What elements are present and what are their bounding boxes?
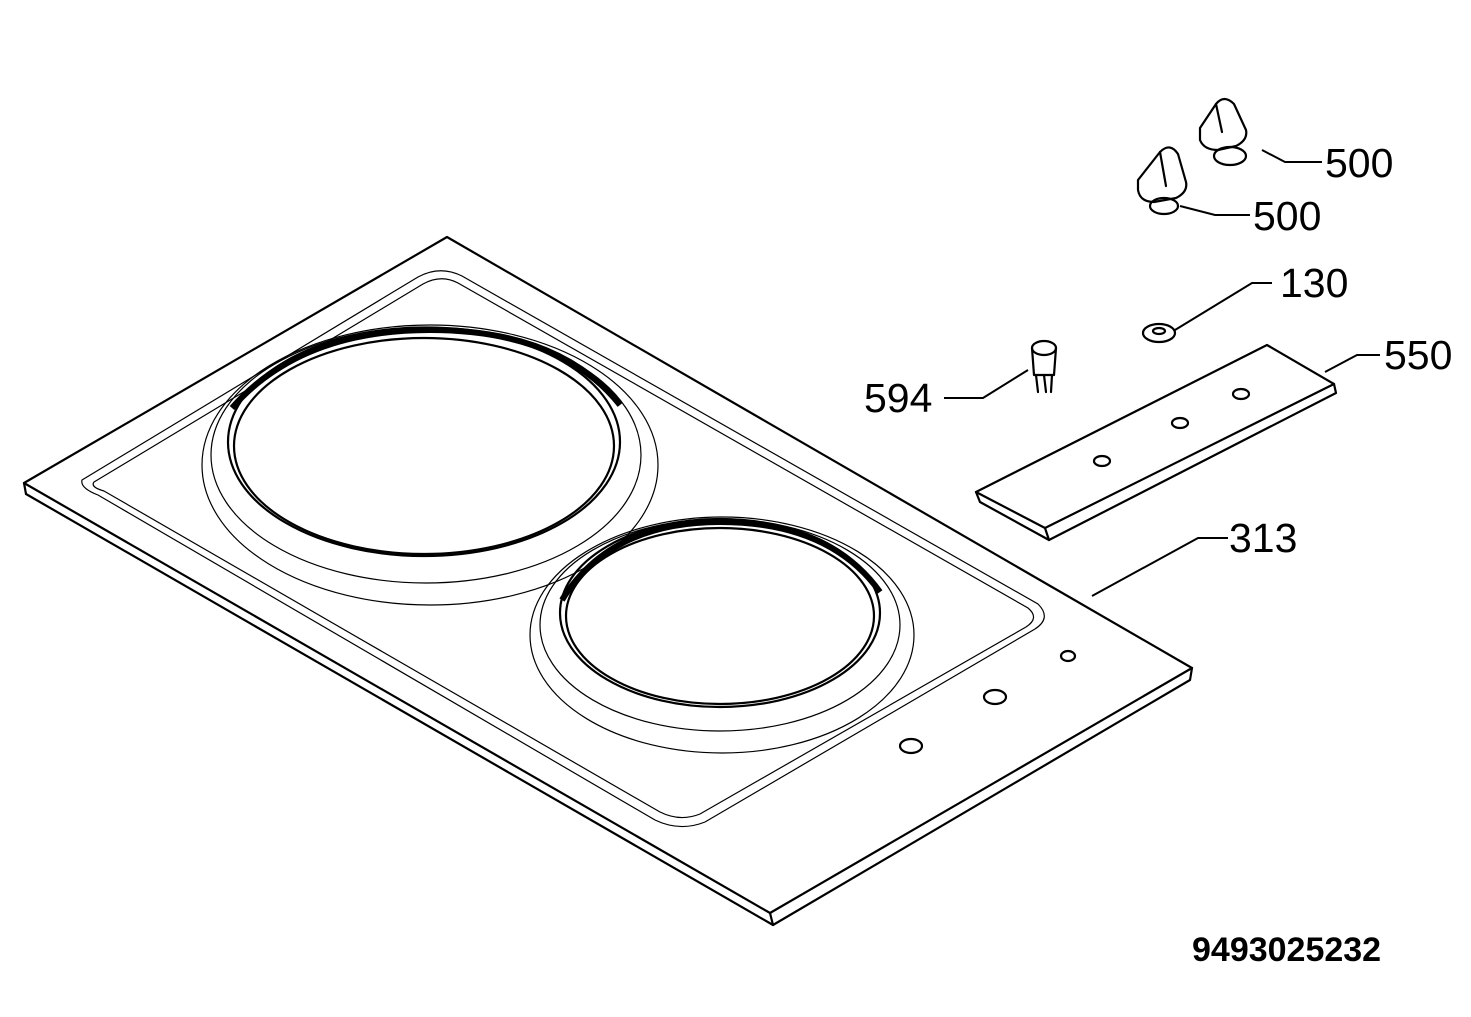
knob-upper-part	[1198, 97, 1248, 167]
pin-part	[1030, 339, 1058, 394]
indicator-hole	[1059, 649, 1077, 663]
callout-knob-upper: 500	[1325, 140, 1393, 186]
callout-hob-top: 313	[1229, 515, 1297, 561]
knob-hole-left	[898, 737, 924, 755]
knob-lower-part	[1136, 146, 1188, 216]
leader-lines	[944, 149, 1380, 597]
callout-washer: 130	[1280, 260, 1348, 306]
small-hotplate	[529, 516, 915, 754]
knob-hole-right	[982, 688, 1008, 706]
control-panel-part	[974, 343, 1338, 542]
washer-part	[1141, 322, 1177, 344]
large-hotplate	[201, 324, 659, 606]
callout-pin: 594	[864, 375, 932, 421]
callout-knob-lower: 500	[1253, 193, 1321, 239]
callout-control-panel: 550	[1384, 332, 1452, 378]
hob-top-part	[22, 235, 1194, 927]
part-number: 9493025232	[1192, 931, 1381, 969]
